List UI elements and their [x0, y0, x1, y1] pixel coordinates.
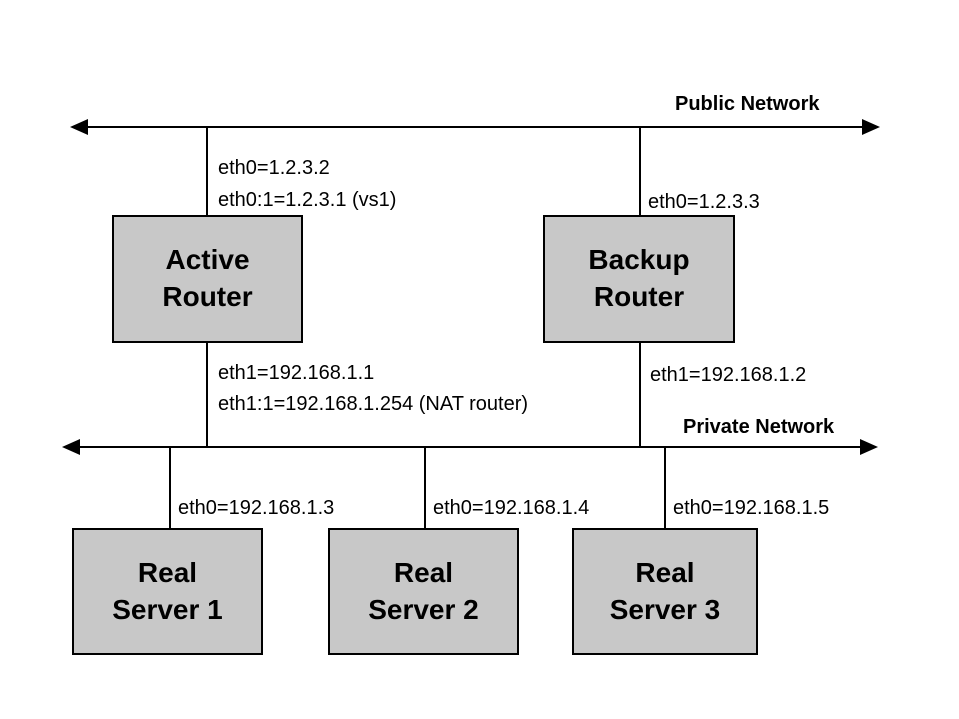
real-server-2-eth0-label: eth0=192.168.1.4 [433, 497, 590, 519]
node-real-server-1: Real Server 1 [72, 528, 263, 655]
active-router-eth1-label: eth1=192.168.1.1 [218, 362, 375, 384]
public-network-label: Public Network [675, 93, 820, 115]
active-router-eth1-alias-label: eth1:1=192.168.1.254 (NAT router) [218, 393, 529, 415]
node-active-router: Active Router [112, 215, 303, 343]
node-backup-router: Backup Router [543, 215, 735, 343]
active-router-eth0-label: eth0=1.2.3.2 [218, 157, 330, 179]
node-real-server-3: Real Server 3 [572, 528, 758, 655]
public-network-left-arrowhead-icon [70, 119, 88, 135]
backup-router-eth1-label: eth1=192.168.1.2 [650, 364, 807, 386]
private-network-left-arrowhead-icon [62, 439, 80, 455]
private-network-right-arrowhead-icon [860, 439, 878, 455]
active-router-eth0-alias-label: eth0:1=1.2.3.1 (vs1) [218, 189, 397, 211]
backup-router-eth0-label: eth0=1.2.3.3 [648, 191, 760, 213]
public-network-right-arrowhead-icon [862, 119, 880, 135]
node-real-server-2: Real Server 2 [328, 528, 519, 655]
private-network-label: Private Network [683, 416, 835, 438]
real-server-3-eth0-label: eth0=192.168.1.5 [673, 497, 830, 519]
real-server-1-eth0-label: eth0=192.168.1.3 [178, 497, 335, 519]
